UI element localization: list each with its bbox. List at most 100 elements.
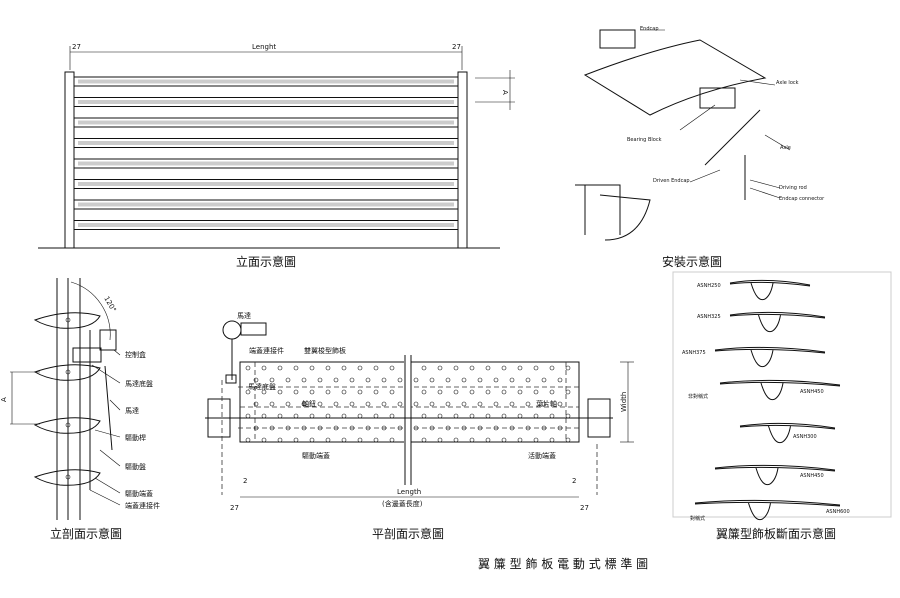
perforation-hole (293, 437, 299, 443)
perforation-hole (437, 365, 443, 371)
perforation-hole (245, 389, 251, 395)
pivot (65, 474, 71, 480)
perforation-hole (421, 437, 427, 443)
slat-fill (78, 120, 454, 125)
model-label: ASNH375 (682, 350, 706, 356)
model-label: ASNH250 (697, 283, 721, 289)
install-detail (575, 184, 651, 241)
perforation-hole (509, 401, 515, 407)
perforation-hole (317, 377, 323, 383)
label-axle-lock: Axle lock (776, 80, 799, 86)
perforation-hole (477, 377, 483, 383)
perforation-hole (533, 413, 539, 419)
perforation-hole (261, 365, 267, 371)
perforation-hole (525, 401, 531, 407)
perforation-hole (525, 377, 531, 383)
perforation-hole (541, 401, 547, 407)
blade-section (33, 312, 101, 329)
profile-shape (714, 464, 836, 486)
section-pitch-label: A (0, 397, 8, 402)
blades (33, 312, 101, 486)
perforation-hole (309, 365, 315, 371)
perforation-hole (501, 389, 507, 395)
length-label: Lenght (252, 43, 276, 51)
perforation-hole (485, 389, 491, 395)
perforation-hole (293, 413, 299, 419)
asym-label: 非對稱式 (688, 393, 708, 400)
perforation-hole (285, 377, 291, 383)
perforation-hole (533, 389, 539, 395)
label-panel: 雙翼梭型飾板 (304, 346, 346, 355)
perforation-hole (421, 365, 427, 371)
perforation-hole (293, 389, 299, 395)
profile-shapes (694, 279, 841, 521)
perforation-hole (357, 365, 363, 371)
perforation-hole (317, 401, 323, 407)
gap-left: 2 (243, 477, 247, 485)
bearing-block-part (699, 87, 736, 109)
pivot (65, 369, 71, 375)
perforation-hole (277, 413, 283, 419)
perforation-hole (341, 437, 347, 443)
perforation-hole (565, 413, 571, 419)
profiles-frame (672, 271, 892, 518)
perforation-hole (453, 437, 459, 443)
perforation-hole (245, 413, 251, 419)
blade-mesh (583, 39, 767, 116)
section-title: 立剖面示意圖 (50, 526, 122, 541)
perforation-hole (261, 437, 267, 443)
perforation-hole (557, 377, 563, 383)
profile-shape (729, 311, 826, 333)
perforation-hole (341, 389, 347, 395)
blade-section (33, 364, 101, 381)
pitch-label: A (501, 90, 509, 95)
perforation-hole (549, 365, 555, 371)
perforation-hole (429, 377, 435, 383)
perforation-hole (437, 389, 443, 395)
perforation-hole (445, 401, 451, 407)
perforation-hole (421, 389, 427, 395)
perforation-hole (381, 401, 387, 407)
right-dim: 27 (452, 43, 461, 51)
perforation-hole (469, 365, 475, 371)
perforation-hole (365, 377, 371, 383)
perforation-hole (349, 401, 355, 407)
perforation-hole (413, 377, 419, 383)
label-motor: 馬達 (237, 311, 251, 320)
perforation-hole (341, 365, 347, 371)
perforation-hole (453, 389, 459, 395)
perforation-hole (413, 401, 419, 407)
perforation-hole (461, 377, 467, 383)
label-control-box: 控制盒 (125, 350, 146, 359)
perforation-hole (549, 389, 555, 395)
perforation-hole (565, 389, 571, 395)
slat-fill (78, 141, 454, 145)
perforation-hole (541, 377, 547, 383)
perforation-hole (565, 365, 571, 371)
perforation-hole (285, 401, 291, 407)
profile-shape (694, 499, 841, 521)
label-endcap-connector: 端蓋連接件 (249, 346, 284, 355)
profile-shape (714, 346, 826, 368)
label-motor-base: 馬達底盤 (248, 382, 276, 391)
label-drive-endcap: 驅動端蓋 (302, 451, 330, 460)
perforation-hole (269, 401, 275, 407)
blade-section (33, 469, 101, 486)
perforation-hole (533, 365, 539, 371)
label-driven-endcap: Driven Endcap (653, 178, 690, 184)
label-drive-rod: 驅動桿 (125, 433, 146, 442)
pivot (65, 317, 71, 323)
perforation-hole (397, 401, 403, 407)
perforation-hole (309, 389, 315, 395)
perforation-hole (509, 377, 515, 383)
perforation-hole (301, 401, 307, 407)
elevation-view: 27 27 Lenght A 立面示意圖 (38, 43, 515, 269)
perforation-hole (325, 389, 331, 395)
perforation-hole (493, 377, 499, 383)
profile-shape (739, 422, 836, 444)
perforation-hole (517, 389, 523, 395)
perforation-hole (557, 401, 563, 407)
motor-base (72, 347, 102, 363)
perforation-hole (309, 437, 315, 443)
slat-fill (78, 79, 454, 84)
